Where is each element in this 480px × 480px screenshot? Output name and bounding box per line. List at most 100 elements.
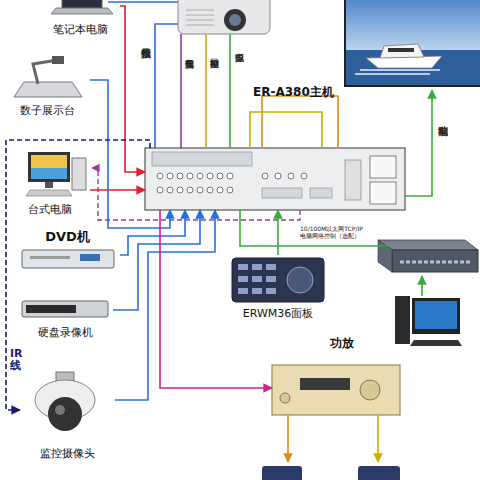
port — [301, 173, 307, 179]
signal-wire — [277, 210, 279, 255]
amplifier-body — [272, 365, 400, 415]
signal-wire — [120, 210, 185, 255]
desktop-node: 台式电脑 — [10, 148, 90, 216]
video-wire — [108, 1, 178, 3]
speaker-wire — [377, 415, 379, 462]
projector-serial-wire — [205, 34, 207, 148]
port — [157, 173, 163, 179]
recorder-front — [26, 305, 76, 313]
projection-screen — [345, 0, 480, 86]
device-label: DVD机 — [45, 230, 90, 244]
recorder-body — [22, 301, 108, 317]
device-label: ERWM36面板 — [243, 308, 314, 320]
port — [217, 173, 223, 179]
projector-vent — [186, 10, 214, 25]
device-label: 硬盘录像机 — [38, 327, 93, 339]
projector-power-wire — [229, 34, 231, 148]
keyboard — [410, 340, 462, 346]
panel-buttons — [238, 264, 276, 294]
signal-wire — [115, 210, 215, 400]
control-panel — [232, 258, 324, 302]
signal-wire — [160, 210, 272, 388]
visualizer-node: 数子展示台 — [5, 55, 90, 117]
signal-wire — [113, 210, 200, 310]
signal-label: 10/100M以太网TCP/IP 电脑网络控制（选配） — [300, 226, 380, 239]
speaker-wire — [287, 415, 289, 462]
projector-body — [178, 0, 270, 34]
visualizer-head — [52, 56, 64, 64]
network-port — [310, 188, 332, 198]
camera-dome — [48, 397, 82, 431]
device-label: 台式电脑 — [28, 204, 72, 216]
speaker — [262, 466, 302, 480]
dvd-node: DVD机 — [15, 230, 120, 275]
button — [266, 264, 276, 270]
button — [238, 264, 248, 270]
panel-dial — [287, 267, 313, 293]
port — [197, 187, 203, 193]
projector-lens-glass — [229, 14, 241, 26]
device-heading: 功放 — [330, 337, 354, 350]
amplifier-knob — [280, 393, 290, 403]
display-wire — [92, 168, 300, 220]
power-outlet — [370, 156, 396, 178]
port — [227, 173, 233, 179]
device-label: 笔记本电脑 — [53, 24, 108, 36]
dvd-tray — [30, 256, 70, 259]
port — [187, 187, 193, 193]
network-switch-top — [378, 240, 478, 250]
button — [252, 264, 262, 270]
amplifier-display — [300, 378, 350, 390]
camera-node: 监控摄像头 — [20, 372, 115, 460]
button — [252, 288, 262, 294]
port — [275, 173, 281, 179]
control-wire — [262, 96, 338, 148]
port — [177, 187, 183, 193]
button — [252, 276, 262, 282]
laptop-screen — [62, 0, 102, 8]
screen-control-wire — [405, 90, 432, 196]
network-wire — [240, 210, 390, 246]
port — [157, 187, 163, 193]
signal-wire — [90, 80, 170, 228]
boat-cabin — [380, 44, 424, 58]
projector-video-wire — [155, 24, 178, 148]
monitor-screen — [415, 301, 457, 329]
device-label: 监控摄像头 — [40, 448, 95, 460]
dvd-player — [22, 250, 114, 268]
port — [167, 187, 173, 193]
port — [197, 173, 203, 179]
signal-wire — [90, 189, 145, 191]
amplifier-node: 功放 — [272, 365, 400, 415]
recorder-node: 硬盘录像机 — [18, 297, 113, 339]
projector-lens — [224, 9, 246, 31]
device-heading: ER-A380主机 — [253, 86, 334, 99]
wire-label: IR线 — [10, 348, 24, 372]
port — [167, 173, 173, 179]
port — [187, 173, 193, 179]
panel-node: ERWM36面板 — [228, 255, 328, 320]
button — [238, 288, 248, 294]
keyboard — [26, 190, 72, 196]
pc-tower — [72, 158, 86, 190]
network-switch-front — [392, 250, 478, 272]
port — [207, 187, 213, 193]
laptop-node: 笔记本电脑 — [40, 0, 120, 36]
button — [266, 288, 276, 294]
boat-window — [388, 48, 414, 52]
speaker — [358, 466, 400, 480]
port — [288, 173, 294, 179]
port — [207, 173, 213, 179]
monitor-frame — [412, 298, 460, 334]
button — [238, 276, 248, 282]
monitor-screen — [31, 155, 67, 179]
pc-tower — [395, 296, 410, 344]
port — [217, 187, 223, 193]
button — [266, 276, 276, 282]
projector-vga-wire — [180, 34, 182, 148]
dvd-display — [80, 254, 100, 261]
host-chassis — [145, 148, 405, 210]
control-wire — [250, 112, 322, 148]
